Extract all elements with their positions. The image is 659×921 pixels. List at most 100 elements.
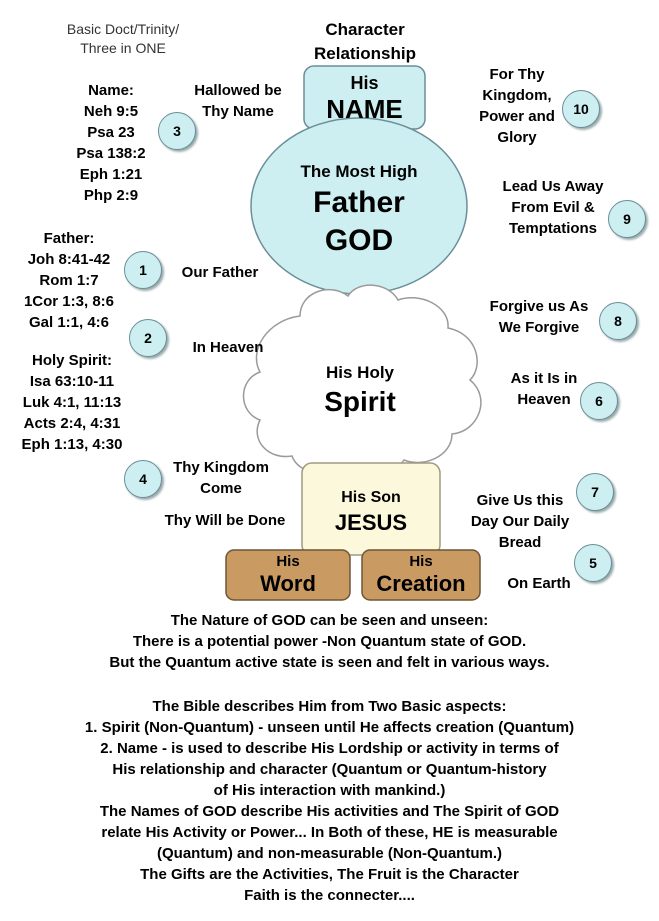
explanation-line: His relationship and character (Quantum … bbox=[112, 761, 547, 778]
petition-10-label: For Thy Kingdom, Power and Glory bbox=[462, 64, 572, 148]
spirit-title: Spirit bbox=[324, 386, 396, 417]
ref-line: Rom 1:7 bbox=[39, 272, 99, 289]
name-box-his: His bbox=[350, 72, 379, 93]
petition-3-label: Hallowed be Thy Name bbox=[182, 80, 294, 122]
ref-line: Psa 23 bbox=[87, 124, 135, 141]
petition-2-label: In Heaven bbox=[178, 337, 278, 358]
petition-line: Hallowed be bbox=[194, 82, 282, 99]
will-line: Thy Will be Done bbox=[164, 512, 286, 529]
caption-line: Basic Doct/Trinity/ bbox=[66, 21, 180, 37]
petition-line: As it Is in bbox=[510, 370, 578, 387]
petition-line: Forgive us As bbox=[489, 298, 589, 315]
caption-line: Three in ONE bbox=[80, 40, 166, 56]
petition-line: Give Us this bbox=[476, 492, 564, 509]
explanation-line: (Quantum) and non-measurable (Non-Quantu… bbox=[157, 845, 502, 862]
petition-line: Bread bbox=[498, 534, 542, 551]
petition-line: Thy Kingdom bbox=[173, 459, 269, 476]
petition-9-label: Lead Us Away From Evil & Temptations bbox=[488, 176, 618, 239]
creation-his: His bbox=[409, 553, 433, 570]
ref-line: Name: bbox=[88, 82, 134, 99]
explanation-line: relate His Activity or Power... In Both … bbox=[101, 824, 558, 841]
petition-line: Day Our Daily bbox=[470, 513, 570, 530]
petition-1-number: 1 bbox=[124, 251, 162, 289]
ref-line: 1Cor 1:3, 8:6 bbox=[23, 293, 115, 310]
petition-line: Glory bbox=[497, 129, 537, 146]
petition-10-number: 10 bbox=[562, 90, 600, 128]
father-god: GOD bbox=[324, 224, 394, 257]
petition-line: Power and bbox=[479, 108, 555, 125]
ref-line: Php 2:9 bbox=[83, 187, 139, 204]
word-node: His Word bbox=[226, 550, 350, 600]
petition-1-label: Our Father bbox=[168, 262, 272, 283]
spirit-cloud-shape bbox=[242, 284, 482, 476]
petition-line: Temptations bbox=[508, 220, 598, 237]
father-subtitle: The Most High bbox=[300, 162, 418, 181]
ref-line: Acts 2:4, 4:31 bbox=[23, 415, 121, 432]
petition-6-number: 6 bbox=[580, 382, 618, 420]
petition-line: Come bbox=[200, 480, 242, 497]
petition-line: From Evil & bbox=[511, 199, 595, 216]
name-box-title: NAME bbox=[326, 93, 403, 124]
explanation-line: Faith is the connecter.... bbox=[244, 887, 415, 904]
petition-7-label: Give Us this Day Our Daily Bread bbox=[458, 490, 582, 553]
petition-line: For Thy bbox=[489, 66, 545, 83]
petition-7-number: 7 bbox=[576, 473, 614, 511]
petition-line: In Heaven bbox=[192, 339, 264, 356]
explanation-line bbox=[0, 673, 659, 696]
ref-line: Gal 1:1, 4:6 bbox=[28, 314, 110, 331]
top-left-caption: Basic Doct/Trinity/ Three in ONE bbox=[48, 20, 198, 58]
header-line: Relationship bbox=[313, 44, 416, 63]
father-references: Father: Joh 8:41-42 Rom 1:7 1Cor 1:3, 8:… bbox=[4, 228, 134, 333]
petition-8-label: Forgive us As We Forgive bbox=[474, 296, 604, 338]
petition-line: We Forgive bbox=[498, 319, 580, 336]
ref-line: Eph 1:21 bbox=[79, 166, 143, 183]
petition-line: Our Father bbox=[181, 264, 259, 281]
petition-4-label: Thy Kingdom Come bbox=[168, 457, 274, 499]
petition-3-number: 3 bbox=[158, 112, 196, 150]
petition-4-number: 4 bbox=[124, 460, 162, 498]
header-title: Character Relationship bbox=[290, 18, 440, 66]
father-node: The Most High Father GOD bbox=[251, 150, 467, 270]
explanation-line: 1. Spirit (Non-Quantum) - unseen until H… bbox=[84, 719, 575, 736]
petition-line: Thy Name bbox=[202, 103, 274, 120]
son-node: His Son JESUS bbox=[302, 484, 440, 540]
spirit-node: His Holy Spirit bbox=[290, 356, 430, 426]
name-references: Name: Neh 9:5 Psa 23 Psa 138:2 Eph 1:21 … bbox=[56, 80, 166, 206]
word-his: His bbox=[276, 553, 300, 570]
creation-box-shape bbox=[361, 549, 481, 601]
explanation-line: The Gifts are the Activities, The Fruit … bbox=[140, 866, 519, 883]
ref-line: Holy Spirit: bbox=[31, 352, 112, 369]
ref-line: Luk 4:1, 11:13 bbox=[22, 394, 122, 411]
explanation-line: 2. Name - is used to describe His Lordsh… bbox=[100, 740, 559, 757]
petition-5-number: 5 bbox=[574, 544, 612, 582]
father-title: Father bbox=[313, 186, 405, 219]
word-title: Word bbox=[260, 571, 316, 596]
word-box-shape bbox=[225, 549, 351, 601]
ref-line: Eph 1:13, 4:30 bbox=[21, 436, 123, 453]
petition-line: On Earth bbox=[507, 575, 571, 592]
creation-node: His Creation bbox=[362, 550, 480, 600]
ref-line: Neh 9:5 bbox=[83, 103, 139, 120]
explanation-text: The Nature of GOD can be seen and unseen… bbox=[0, 610, 659, 906]
creation-title: Creation bbox=[376, 571, 466, 596]
ref-line: Joh 8:41-42 bbox=[27, 251, 111, 268]
son-title: JESUS bbox=[334, 510, 408, 535]
explanation-line: But the Quantum active state is seen and… bbox=[109, 654, 550, 671]
petition-8-number: 8 bbox=[599, 302, 637, 340]
petition-9-number: 9 bbox=[608, 200, 646, 238]
explanation-line: The Names of GOD describe His activities… bbox=[99, 803, 560, 820]
ref-line: Isa 63:10-11 bbox=[29, 373, 115, 390]
ref-line: Father: bbox=[43, 230, 95, 247]
explanation-line: of His interaction with mankind.) bbox=[213, 782, 446, 799]
explanation-line: The Nature of GOD can be seen and unseen… bbox=[170, 612, 489, 629]
explanation-line: There is a potential power -Non Quantum … bbox=[132, 633, 527, 650]
petition-6-label: As it Is in Heaven bbox=[498, 368, 590, 410]
son-subtitle: His Son bbox=[341, 489, 401, 506]
header-line: Character bbox=[325, 20, 405, 39]
petition-2-number: 2 bbox=[129, 319, 167, 357]
spirit-subtitle: His Holy bbox=[325, 363, 395, 382]
petition-5-label: On Earth bbox=[494, 573, 584, 594]
spirit-references: Holy Spirit: Isa 63:10-11 Luk 4:1, 11:13… bbox=[6, 350, 138, 455]
ref-line: Psa 138:2 bbox=[76, 145, 146, 162]
